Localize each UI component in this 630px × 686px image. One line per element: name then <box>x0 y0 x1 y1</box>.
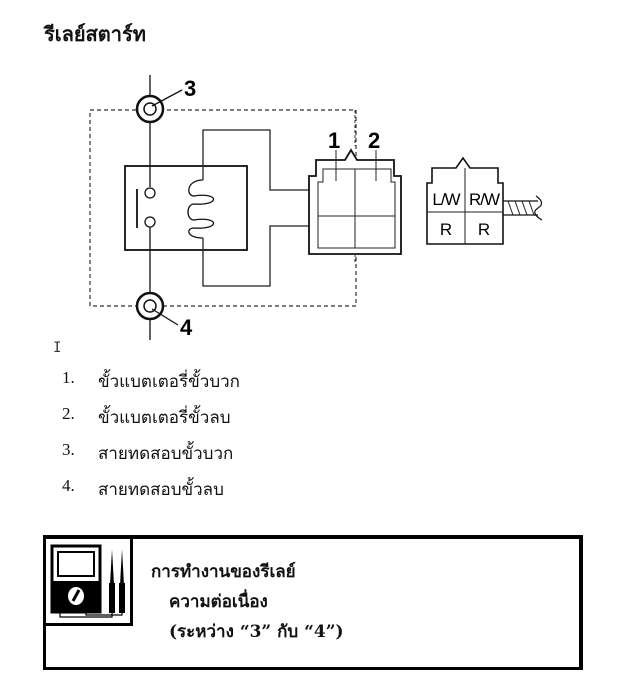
callout-3: 3 <box>184 76 196 101</box>
coil-wire-upper <box>202 129 309 191</box>
callout-2: 2 <box>368 128 380 153</box>
callout-4: 4 <box>180 315 193 340</box>
instruction-box: การทำงานของรีเลย์ ความต่อเนื่อง (ระหว่าง… <box>43 535 583 670</box>
legend-item: 1.ขั้วแบตเตอรี่ขั้วบวก <box>62 368 240 392</box>
wire-label-r-left: R <box>440 220 452 239</box>
harness-connector <box>426 156 543 245</box>
instruction-heading: การทำงานของรีเลย์ <box>151 562 296 582</box>
instruction-test-type: ความต่อเนื่อง <box>169 592 268 612</box>
multimeter-icon <box>46 539 133 626</box>
relay-connector <box>308 110 402 262</box>
relay-wiring-diagram: 3 4 1 2 <box>89 75 543 340</box>
relay-body <box>124 165 248 251</box>
callout-1: 1 <box>328 128 340 153</box>
legend-item: 3.สายทดสอบขั้วบวก <box>62 440 234 464</box>
terminal-4 <box>135 291 179 326</box>
page-title: รีเลย์สตาร์ท <box>44 22 146 46</box>
instruction-text: การทำงานของรีเลย์ ความต่อเนื่อง (ระหว่าง… <box>151 557 344 647</box>
legend-list: 1.ขั้วแบตเตอรี่ขั้วบวก 2.ขั้วแบตเตอรี่ขั… <box>62 368 240 512</box>
relay-coil <box>187 179 214 239</box>
terminal-3 <box>135 89 183 124</box>
legend-item: 4.สายทดสอบขั้วลบ <box>62 476 224 500</box>
text-cursor-icon: I <box>53 340 62 356</box>
wire-label-rw: R/W <box>469 190 500 209</box>
relay-contact-lower <box>144 216 156 228</box>
legend-item: 2.ขั้วแบตเตอรี่ขั้วลบ <box>62 404 231 428</box>
wire-label-lw: L/W <box>432 190 460 209</box>
relay-contact-upper <box>144 187 156 199</box>
coil-wire-lower <box>202 225 309 287</box>
wire-label-r-right: R <box>478 220 490 239</box>
instruction-test-points: (ระหว่าง “3” กับ “4”) <box>169 622 344 642</box>
